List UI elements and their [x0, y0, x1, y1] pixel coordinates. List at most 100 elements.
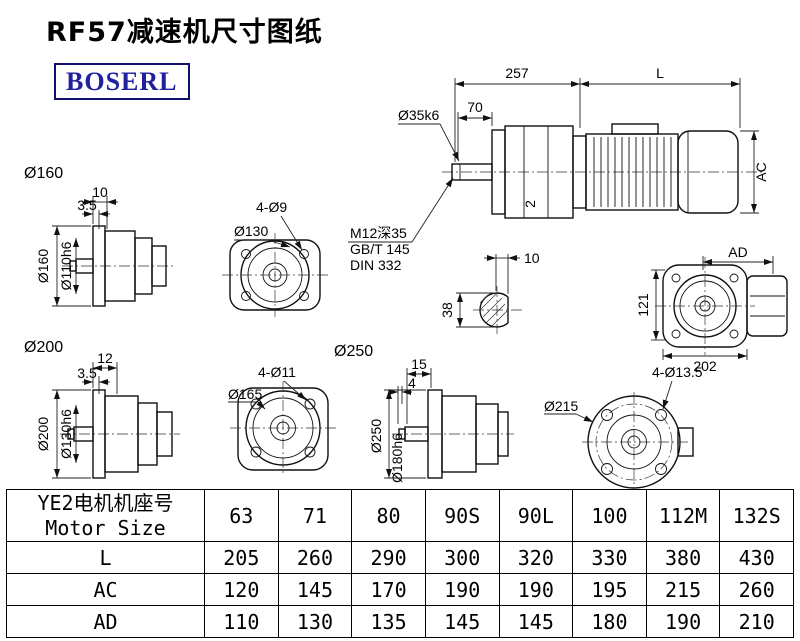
- dia-250: Ø250: [368, 419, 384, 453]
- bolt-hole: [671, 329, 681, 339]
- table-cell: 135: [351, 605, 426, 638]
- bolt-hole: [241, 291, 251, 301]
- table-cell: 120: [204, 573, 279, 606]
- size-col-header: 71: [277, 489, 353, 542]
- dia-110h6: Ø110h6: [58, 241, 74, 290]
- dim-202: 202: [693, 358, 717, 374]
- dia-165: Ø165: [228, 386, 262, 402]
- table-cell: 195: [572, 573, 647, 606]
- size-col-header: 112M: [645, 489, 721, 542]
- bolt-hole: [655, 463, 667, 475]
- size-col-header: 90L: [498, 489, 574, 542]
- page-title: RF57减速机尺寸图纸: [46, 17, 323, 48]
- bolt-hole: [241, 249, 251, 259]
- dim-15: 15: [411, 356, 427, 372]
- technical-drawing: 257 L 70 Ø35k6 AC 2 M12深35 GB/T 145 DIN …: [24, 65, 788, 489]
- dim-ac: AC: [753, 162, 769, 181]
- bolt-hole: [655, 409, 667, 421]
- motor-size-header: YE2电机机座号 Motor Size: [6, 489, 205, 542]
- table-cell: 210: [719, 605, 794, 638]
- motor-end-view: AD 121 202: [635, 244, 788, 374]
- dim-4: 4: [408, 375, 416, 391]
- table-cell: 190: [645, 605, 721, 638]
- flange130-front-view: 4-Ø9 Ø130: [222, 199, 328, 317]
- dimension-table: YE2电机机座号 Motor Size 63 71 80 90S 90L 100…: [6, 489, 794, 638]
- table-row-ad: AD 110 130 135 145 145 180 190 210: [6, 605, 794, 638]
- bolt-hole: [299, 249, 309, 259]
- dim-12: 12: [97, 350, 113, 366]
- row-label-l: L: [6, 541, 205, 574]
- dia-215: Ø215: [544, 398, 578, 414]
- table-cell: 205: [204, 541, 279, 574]
- table-cell: 290: [351, 541, 426, 574]
- table-cell: 145: [498, 605, 574, 638]
- dim-257: 257: [505, 65, 529, 81]
- size-col-header: 100: [572, 489, 647, 542]
- holes-4d13-5: 4-Ø13.5: [652, 364, 703, 380]
- flange215-front-view: 4-Ø13.5 Ø215: [544, 364, 703, 489]
- bolt-hole: [601, 463, 613, 475]
- table-cell: 190: [424, 573, 500, 606]
- row-label-ad: AD: [6, 605, 205, 638]
- table-cell: 430: [719, 541, 794, 574]
- bolt-hole: [729, 273, 739, 283]
- std-note-gbt: GB/T 145: [350, 241, 410, 257]
- flange250-side-view: 15 4 Ø250 Ø180h6: [368, 356, 514, 483]
- main-side-view: 257 L 70 Ø35k6 AC 2 M12深35 GB/T 145 DIN …: [348, 65, 769, 273]
- dia-180h6: Ø180h6: [389, 433, 405, 483]
- dim-10: 10: [92, 184, 108, 200]
- bolt-hole: [671, 273, 681, 283]
- dim-3-5: 3.5: [77, 197, 97, 213]
- table-cell: 180: [572, 605, 647, 638]
- brand-logo: BOSERL: [54, 63, 190, 100]
- table-cell: 145: [424, 605, 500, 638]
- dia-200: Ø200: [35, 417, 51, 451]
- table-cell: 170: [351, 573, 426, 606]
- table-cell: 260: [277, 541, 353, 574]
- bolt-hole: [729, 329, 739, 339]
- flange165-front-view: Ø250 4-Ø11 Ø165: [228, 343, 373, 475]
- table-cell: 130: [277, 605, 353, 638]
- shaft-dia-label: Ø35k6: [398, 107, 439, 123]
- dim-ad: AD: [728, 244, 747, 260]
- flange200-label: Ø200: [24, 339, 63, 356]
- key-width-10: 10: [524, 250, 540, 266]
- table-cell: 110: [204, 605, 279, 638]
- motor-size-label-cn: YE2电机机座号: [37, 491, 174, 516]
- size-col-header: 63: [204, 489, 279, 542]
- dim-2: 2: [522, 200, 538, 208]
- size-col-header: 132S: [719, 489, 794, 542]
- table-header-row: YE2电机机座号 Motor Size 63 71 80 90S 90L 100…: [6, 489, 794, 542]
- dia-160: Ø160: [35, 249, 51, 283]
- table-cell: 330: [572, 541, 647, 574]
- dim-3-5: 3.5: [77, 365, 97, 381]
- flange160-side-view: Ø160 10 3.5 Ø160 Ø110h6: [24, 165, 176, 307]
- bolt-hole: [601, 409, 613, 421]
- flange160-label: Ø160: [24, 165, 63, 182]
- tap-note: M12深35: [350, 225, 407, 241]
- table-cell: 145: [277, 573, 353, 606]
- size-col-header: 90S: [424, 489, 500, 542]
- terminal-box: [611, 123, 659, 135]
- row-label-ac: AC: [6, 573, 205, 606]
- table-cell: 320: [498, 541, 574, 574]
- bolt-hole: [304, 398, 316, 410]
- table-cell: 260: [719, 573, 794, 606]
- holes-4d11: 4-Ø11: [258, 364, 296, 380]
- table-cell: 215: [645, 573, 721, 606]
- std-note-din: DIN 332: [350, 257, 402, 273]
- shaft-cross-section: 10 38: [439, 250, 540, 334]
- dim-l: L: [656, 65, 664, 81]
- dia-130: Ø130: [234, 223, 268, 239]
- size-col-header: 80: [351, 489, 426, 542]
- dim-121: 121: [635, 293, 651, 317]
- table-cell: 380: [645, 541, 721, 574]
- dia-130h6: Ø130h6: [58, 409, 74, 459]
- holes-4d9: 4-Ø9: [256, 199, 287, 215]
- table-cell: 300: [424, 541, 500, 574]
- bolt-hole: [299, 291, 309, 301]
- bolt-hole: [304, 446, 316, 458]
- fan-cowl: [677, 130, 739, 214]
- dim-38: 38: [439, 302, 455, 318]
